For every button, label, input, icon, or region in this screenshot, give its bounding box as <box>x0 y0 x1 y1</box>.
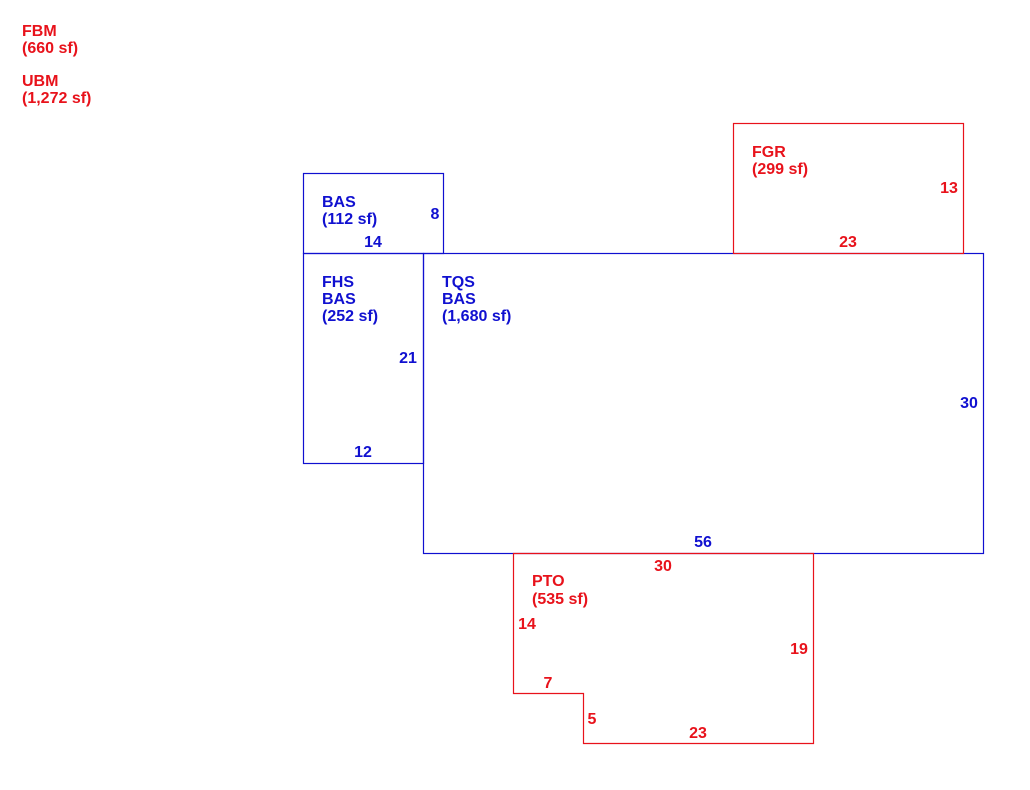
dimension-label: 5 <box>588 711 597 728</box>
dimension-label: 14 <box>518 616 536 633</box>
area-label: (535 sf) <box>532 591 588 608</box>
area-outline <box>422 252 985 555</box>
area-label: BAS <box>442 291 476 308</box>
area-label: BAS <box>322 291 356 308</box>
area-pto[interactable]: PTO (535 sf) 30 14 19 7 5 23 <box>512 552 815 745</box>
dimension-label: 30 <box>654 558 672 575</box>
dimension-label: 56 <box>694 534 712 551</box>
dimension-label: 21 <box>399 350 417 367</box>
area-tqs-bas[interactable]: TQS BAS (1,680 sf) 30 56 <box>422 252 985 555</box>
dimension-label: 30 <box>960 395 978 412</box>
area-label: TQS <box>442 274 475 291</box>
legend-area: (1,272 sf) <box>22 90 92 107</box>
dimension-label: 13 <box>940 180 958 197</box>
area-fhs-bas[interactable]: FHS BAS (252 sf) 21 12 <box>302 252 425 465</box>
area-label: (1,680 sf) <box>442 308 511 325</box>
area-label: (299 sf) <box>752 161 808 178</box>
dimension-label: 23 <box>689 725 707 742</box>
dimension-label: 19 <box>790 641 808 658</box>
legend-area: (660 sf) <box>22 40 79 57</box>
area-label: (112 sf) <box>322 211 377 228</box>
dimension-label: 7 <box>544 675 553 692</box>
dimension-label: 14 <box>364 234 382 251</box>
legend-item-fbm: FBM (660 sf) <box>22 23 91 57</box>
area-label: FHS <box>322 274 354 291</box>
area-label: (252 sf) <box>322 308 378 325</box>
area-label: FGR <box>752 144 786 161</box>
legend-item-ubm: UBM (1,272 sf) <box>22 73 91 107</box>
dimension-label: 23 <box>839 234 857 251</box>
area-outline <box>732 122 965 255</box>
dimension-label: 12 <box>354 444 372 461</box>
area-bas-small[interactable]: BAS (112 sf) 8 14 <box>302 172 445 255</box>
area-fgr[interactable]: FGR (299 sf) 13 23 <box>732 122 965 255</box>
area-label: PTO <box>532 573 565 590</box>
sketch-legend: FBM (660 sf) UBM (1,272 sf) <box>22 23 91 107</box>
legend-code: UBM <box>22 73 59 90</box>
legend-code: FBM <box>22 23 57 40</box>
area-label: BAS <box>322 194 356 211</box>
dimension-label: 8 <box>431 206 440 223</box>
area-outline <box>512 552 815 745</box>
